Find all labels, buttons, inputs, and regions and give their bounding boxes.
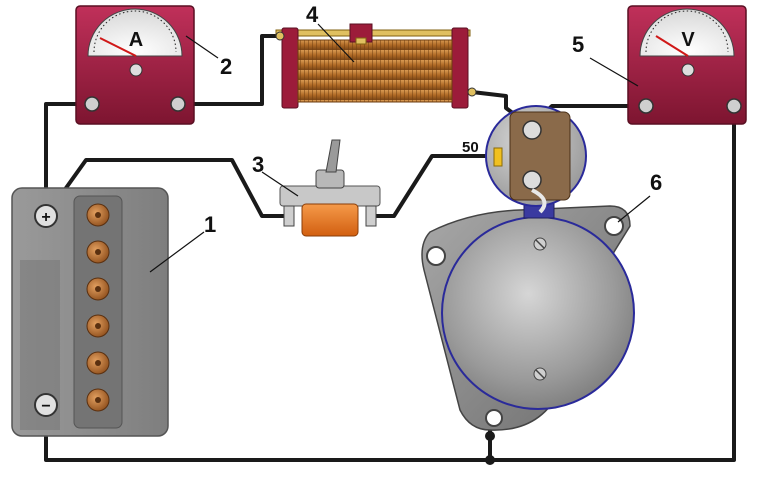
- battery-negative-terminal: [34, 393, 58, 417]
- wire-switch-to-terminal-50: [370, 154, 494, 218]
- ammeter-needle: [99, 37, 137, 57]
- callout-number-1: 1: [204, 212, 216, 237]
- switch-terminal-left: [283, 205, 295, 227]
- voltmeter-zero-adjust: [681, 63, 695, 77]
- ground-junction-dot: [485, 455, 495, 465]
- battery-negative-sign: −: [41, 398, 50, 415]
- starter-motor: [421, 205, 635, 431]
- rheostat-slider-contact: [355, 37, 367, 45]
- cell-cap-center: [95, 286, 101, 292]
- callouts: 1 2 3 4 5 6: [149, 2, 662, 273]
- switch-plate: [279, 185, 381, 207]
- ammeter-symbol: A: [129, 29, 143, 51]
- callout-number-3: 3: [252, 152, 264, 177]
- rheostat-end-right: [451, 27, 469, 109]
- callout-line-6: [617, 195, 651, 223]
- terminal-50-label: 50: [462, 139, 479, 156]
- rheostat-terminal-left: [275, 31, 285, 41]
- battery: + −: [11, 187, 169, 437]
- starter-ground-dot: [485, 431, 495, 441]
- ammeter-terminal-right: [170, 96, 186, 112]
- starter-solenoid: 50: [462, 105, 587, 219]
- callout-line-2: [185, 35, 219, 59]
- rheostat: [275, 23, 477, 109]
- battery-positive-sign: +: [41, 209, 50, 226]
- callout-number-2: 2: [220, 54, 232, 79]
- ammeter-zero-adjust: [129, 63, 143, 77]
- callout-line-4: [317, 23, 355, 63]
- callout-line-1: [149, 231, 205, 273]
- callout-number-5: 5: [572, 32, 584, 57]
- voltmeter: V: [627, 5, 747, 125]
- cell-cap-center: [95, 360, 101, 366]
- solenoid-lower-terminal: [522, 170, 542, 190]
- switch-terminal-right: [365, 205, 377, 227]
- cell-cap-center: [95, 323, 101, 329]
- screw-slot: [535, 369, 545, 379]
- ammeter-scale: [93, 10, 177, 53]
- wire-voltmeter-to-ground: [490, 106, 736, 462]
- callout-number-4: 4: [306, 2, 319, 27]
- battery-side-relief: [20, 260, 60, 430]
- battery-cell-caps: [86, 203, 110, 412]
- voltmeter-symbol: V: [681, 29, 695, 51]
- voltmeter-scale: [645, 10, 729, 53]
- switch-lever: [325, 139, 341, 173]
- rheostat-rod: [275, 29, 471, 37]
- rheostat-end-left: [281, 27, 299, 109]
- cell-cap-center: [95, 249, 101, 255]
- callout-line-5: [589, 57, 639, 87]
- callout-line-3: [261, 171, 299, 197]
- cell-cap-center: [95, 212, 101, 218]
- rheostat-coil: [297, 39, 453, 103]
- toggle-switch: [279, 139, 381, 237]
- battery-cell-strip: [73, 195, 123, 429]
- voltmeter-terminal-right: [726, 98, 742, 114]
- screw-slot: [535, 239, 545, 249]
- switch-base: [301, 203, 359, 237]
- voltmeter-dial: [639, 8, 735, 57]
- wire-ammeter-to-rheostat: [178, 34, 282, 106]
- voltmeter-needle: [655, 35, 689, 57]
- mount-hole-left: [426, 246, 446, 266]
- callout-number-6: 6: [650, 170, 662, 195]
- switch-nut: [315, 169, 345, 189]
- battery-positive-terminal: [34, 204, 58, 228]
- rheostat-terminal-right: [467, 87, 477, 97]
- voltmeter-terminal-left: [638, 98, 654, 114]
- wire-battery-to-switch: [44, 158, 290, 218]
- ammeter-terminal-left: [84, 96, 100, 112]
- solenoid-main-terminal: [522, 120, 542, 140]
- terminal-50-tab: [493, 147, 503, 167]
- mount-hole-bottom: [485, 409, 503, 427]
- ammeter: A: [75, 5, 195, 125]
- solenoid-strap: [531, 188, 547, 214]
- cell-cap-center: [95, 397, 101, 403]
